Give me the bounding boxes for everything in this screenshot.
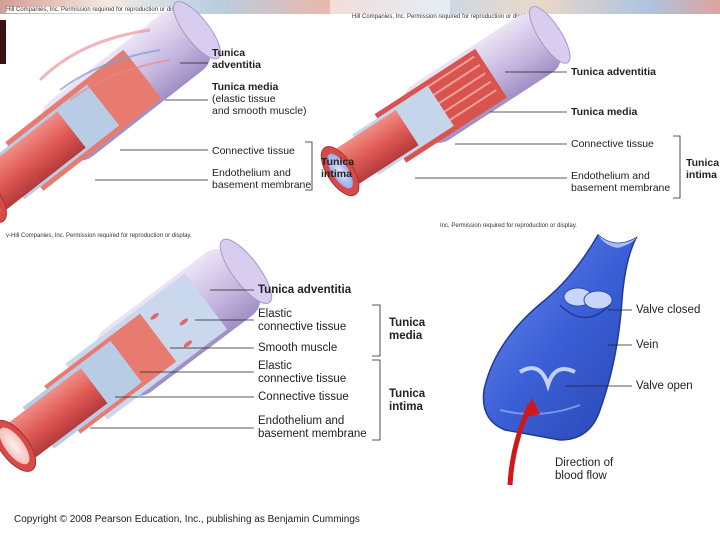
label-valve-open: Valve open [636,380,693,392]
credit-middle-right: Inc. Permission required for reproductio… [440,223,577,229]
label-vein-endothelium: Endothelium and basement membrane [571,170,671,194]
label-large-artery-endothelium: Endothelium and basement membrane [258,415,367,440]
credit-middle-left: v-Hill Companies, Inc. Permission requir… [6,233,192,239]
label-large-artery-tunica-adventitia: Tunica adventitia [258,284,352,296]
leader-lines [90,62,681,441]
label-artery-tunica-adventitia: Tunica adventitia [212,47,262,71]
vein-valve-illustration [482,233,638,486]
label-large-artery-elastic-1: Elastic connective tissue [258,308,347,333]
label-vein-tunica-intima: Tunica intima [686,157,720,181]
label-artery-connective-tissue: Connective tissue [212,145,295,157]
label-artery-tunica-intima: Tunica intima [321,156,355,180]
credit-top-right: Hill Companies, Inc. Permission required… [352,14,533,20]
label-large-artery-elastic-2: Elastic connective tissue [258,360,347,385]
label-vein-tunica-adventitia: Tunica adventitia [571,66,656,78]
large-artery-illustration [0,238,273,472]
artery-illustration [0,1,222,223]
label-artery-endothelium: Endothelium and basement membrane [212,167,312,191]
label-large-artery-connective-tissue: Connective tissue [258,391,349,403]
label-vein: Vein [636,339,659,351]
copyright-notice: Copyright © 2008 Pearson Education, Inc.… [14,514,360,525]
label-large-artery-smooth-muscle: Smooth muscle [258,342,338,354]
label-direction-of-blood-flow: Direction of blood flow [555,457,614,482]
label-artery-tunica-media: Tunica media (elastic tissue and smooth … [212,81,307,117]
label-large-artery-tunica-media: Tunica media [389,317,426,342]
label-vein-connective-tissue: Connective tissue [571,138,654,150]
label-large-artery-tunica-intima: Tunica intima [389,388,426,413]
vein-illustration [320,6,571,197]
credit-top-left: Hill Companies, Inc. Permission required… [6,7,187,13]
label-vein-tunica-media: Tunica media [571,106,638,118]
label-valve-closed: Valve closed [636,304,701,316]
decorative-dark-bar [0,20,6,64]
